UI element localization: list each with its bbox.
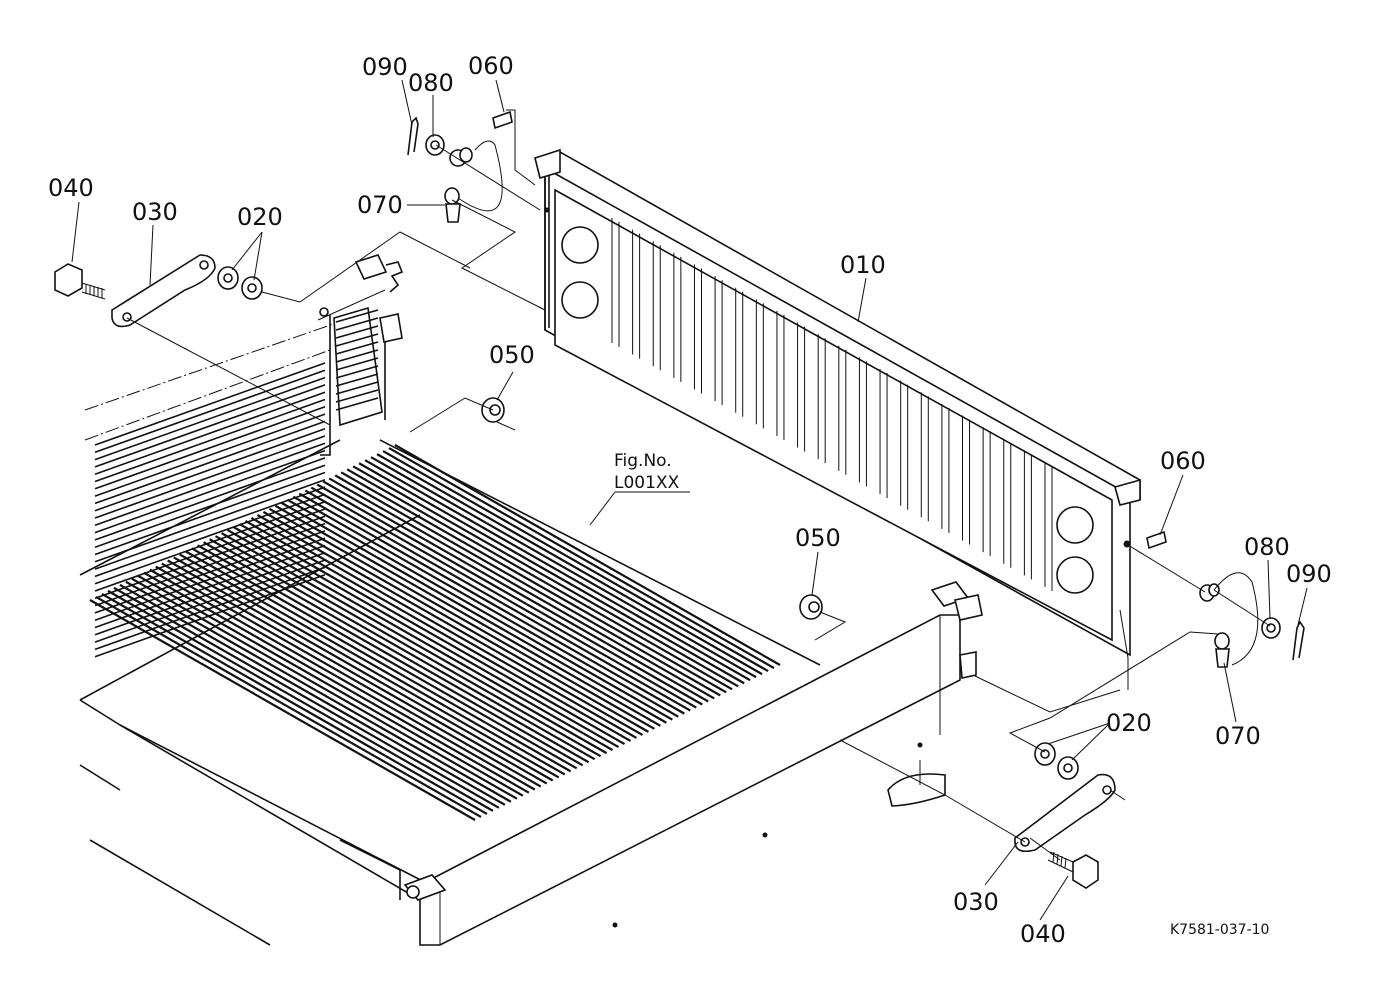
left-hardware: [54, 110, 513, 423]
callout-020-right: 020: [1106, 709, 1152, 737]
callout-060-right: 060: [1160, 447, 1206, 475]
leader-lines: [71, 79, 1308, 921]
link-plate-right: [1014, 773, 1116, 853]
fig-ref-number: L001XX: [614, 473, 680, 493]
callout-090-right: 090: [1286, 560, 1332, 588]
callout-010: 010: [840, 251, 886, 279]
bed-side-panel: [84, 306, 386, 658]
fig-ref-label: Fig.No.: [614, 451, 672, 471]
callout-040-right: 040: [1020, 920, 1066, 948]
bed-floor: [79, 439, 931, 901]
callout-020-left: 020: [237, 203, 283, 231]
tailgate-panel: [534, 148, 1141, 657]
callout-050-upper: 050: [489, 341, 535, 369]
flange-bolt-left: [54, 263, 106, 300]
bed-latch-bracket: [319, 254, 404, 343]
callout-040-left: 040: [48, 174, 94, 202]
callout-050-lower: 050: [795, 524, 841, 552]
right-hardware: [799, 530, 1305, 889]
callout-030-right: 030: [953, 888, 999, 916]
callout-060-left: 060: [468, 52, 514, 80]
drawing-code: K7581-037-10: [1170, 922, 1269, 938]
link-plate-left: [111, 254, 216, 328]
callout-070-left: 070: [357, 191, 403, 219]
callout-090-left: 090: [362, 53, 408, 81]
flange-bolt-right: [1047, 851, 1099, 889]
callout-080-left: 080: [408, 69, 454, 97]
callout-labels: 010 020 020 030 030 040 040 050 050 060 …: [48, 52, 1332, 948]
callout-080-right: 080: [1244, 533, 1290, 561]
callout-070-right: 070: [1215, 722, 1261, 750]
cargo-bed: [79, 254, 983, 946]
callout-030-left: 030: [132, 198, 178, 226]
bed-rear-rail: [79, 581, 983, 946]
